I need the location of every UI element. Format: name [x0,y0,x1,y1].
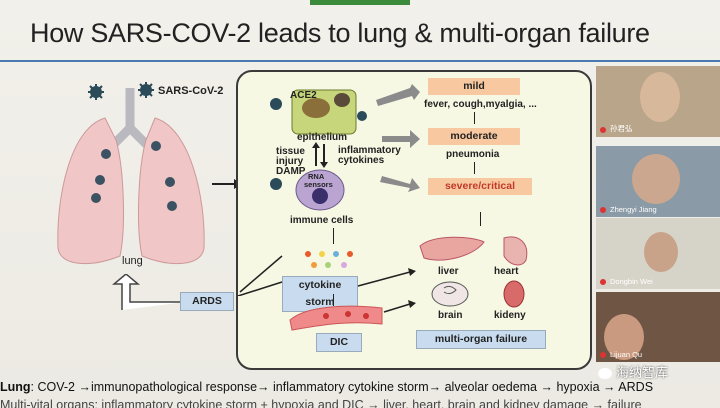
rna-label: RNA [308,172,325,181]
lung-label: lung [122,255,143,267]
participant-face [632,154,680,204]
cytokines-label: cytokines [338,155,385,166]
kidney-label: kideny [494,310,526,321]
mic-indicator-icon [600,127,606,133]
mild-symptoms-label: fever, cough,myalgia, ... [424,99,537,110]
lungs-illustration [57,88,205,265]
dic-tag: DIC [316,333,362,352]
slide-title: How SARS-COV-2 leads to lung & multi-org… [30,18,650,48]
tissue-label: tissue [276,146,305,157]
arrow-down-icon [333,228,334,244]
participant-name: Lijuan Qu [610,350,643,359]
epithelium-cell-icon [270,89,367,135]
watermark-text: 海纳智库 [616,365,669,380]
participant-face [640,72,680,122]
footer-line-multi-organ: Multi-vital organs: inflammatory cytokin… [0,398,642,408]
arrow-down-icon [474,112,475,124]
ace2-label: ACE2 [290,90,317,101]
sensors-label: sensors [304,180,333,189]
footer-lung-text: : COV-2 →immunopathological response→ in… [30,380,654,394]
immune-cell-icon [270,169,345,211]
arrow-down-icon [474,162,475,174]
brain-label: brain [438,310,463,321]
slide-top-accent [310,0,410,5]
arrow-down-icon [480,212,481,226]
moderate-tag: moderate [428,128,520,145]
multi-organ-failure-tag: multi-organ failure [416,330,546,349]
arrows-to-organs-icon [357,268,416,313]
title-divider [0,60,720,62]
cytokine-dots-icon [305,251,353,268]
participant-name: Zhengyi Jiang [610,205,657,214]
mild-tag: mild [428,78,520,95]
severe-critical-tag: severe/critical [428,178,532,195]
watermark-label: 海纳智库 [598,362,668,381]
video-tile-participant-3[interactable]: Dongbin Wei [596,218,720,289]
damp-label: DAMP [276,166,306,177]
footer-line-lung: Lung: COV-2 →immunopathological response… [0,380,653,394]
wechat-icon [598,368,612,380]
mic-indicator-icon [600,207,606,213]
pneumonia-label: pneumonia [446,149,500,160]
video-tile-participant-1[interactable]: 孙君弘 [596,66,720,137]
blood-vessel-icon [289,305,383,331]
return-arrow-icon [112,274,186,310]
mic-indicator-icon [600,279,606,285]
participant-face [604,314,644,360]
arrow-down-icon [333,294,334,306]
participant-name: 孙君弘 [610,124,633,133]
virus-particles-icon [88,82,154,100]
cytokine-storm-tag: cytokine storm [282,276,358,312]
footer-lung-bold: Lung [0,380,31,394]
organs-illustration [419,236,528,308]
arrow-to-ards-icon [237,255,283,296]
severity-arrows-icon [376,84,420,192]
inflammatory-label: inflammatory [338,145,401,156]
heart-label: heart [494,266,519,277]
video-tile-participant-2[interactable]: Zhengyi Jiang [596,146,720,217]
bidirectional-arrow-icon [312,142,328,168]
mic-indicator-icon [600,352,606,358]
participant-name: Dongbin Wei [610,277,653,286]
ards-tag: ARDS [180,292,234,311]
liver-label: liver [438,266,459,277]
sars-cov2-label: SARS-CoV-2 [158,85,224,97]
epithelium-label: epithelium [297,132,348,143]
video-tile-participant-4[interactable]: Lijuan Qu [596,292,720,362]
injury-label: injury [276,156,304,167]
immune-cells-label: immune cells [290,215,354,226]
participant-face [644,232,678,272]
